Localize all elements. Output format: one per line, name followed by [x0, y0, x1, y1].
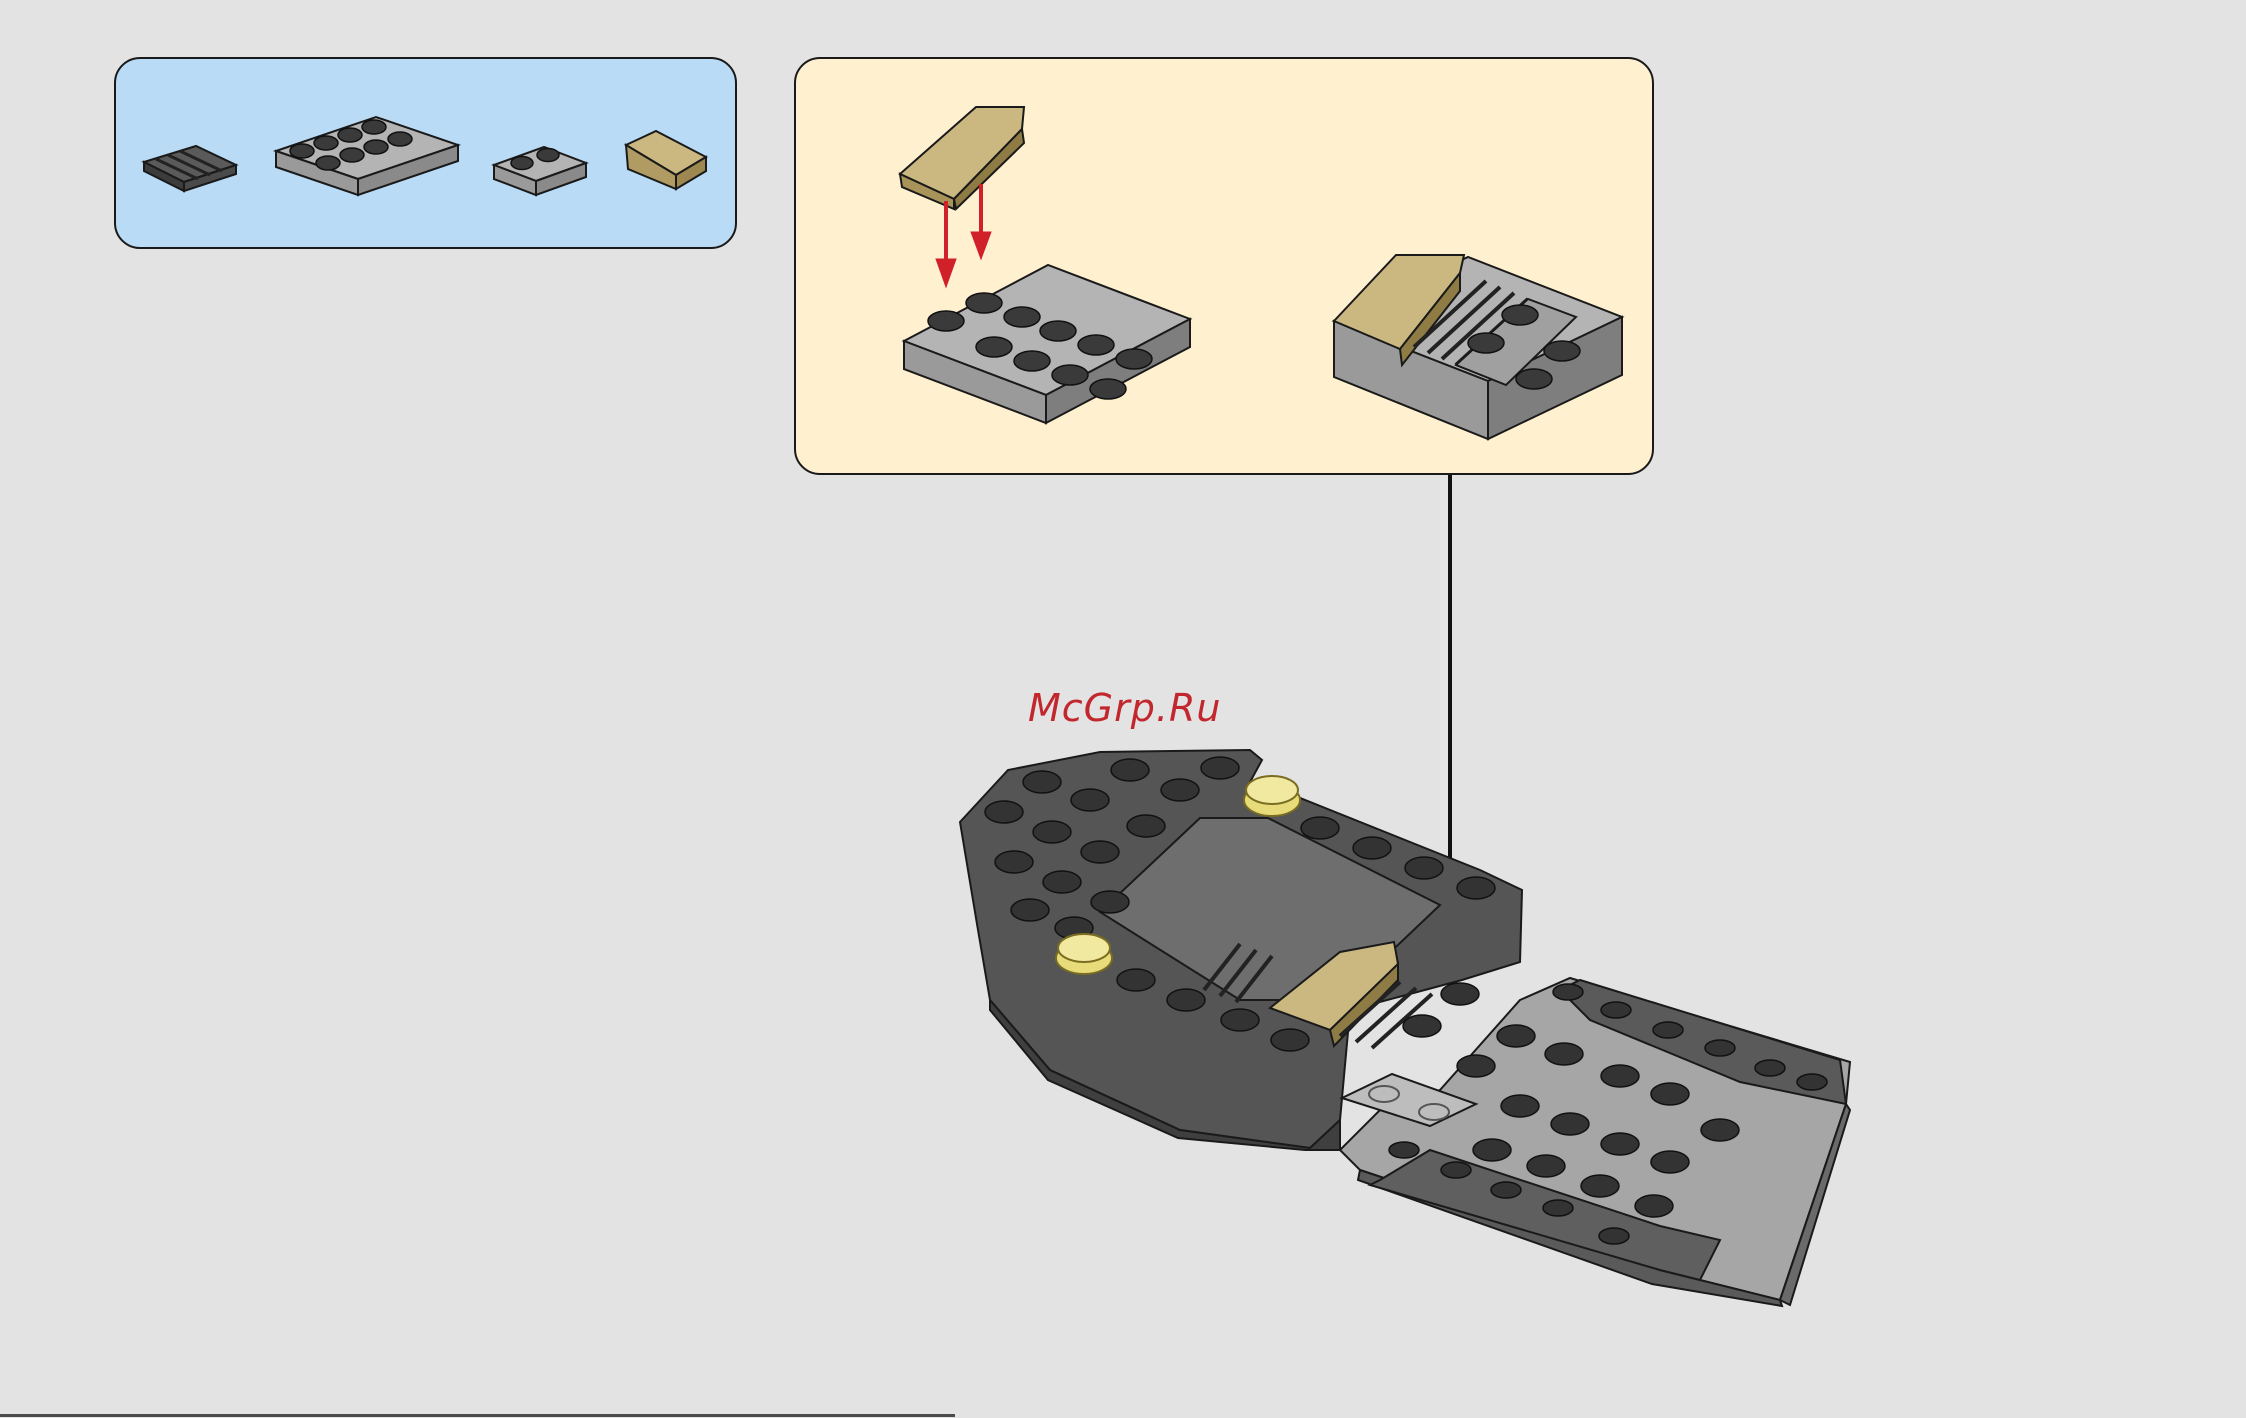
bottom-rule — [0, 1414, 955, 1417]
plate-1x2-part-icon — [494, 147, 586, 195]
center-tan-slope — [1204, 942, 1432, 1048]
assembled-sub-model — [1334, 255, 1622, 439]
rear-section — [1340, 978, 1850, 1306]
main-hull — [960, 750, 1522, 1150]
light-gray-plates — [1342, 1074, 1476, 1126]
sub-assembly-panel — [794, 57, 1654, 475]
plate-2x4-part-icon — [276, 117, 458, 195]
grille-tile-part-icon — [144, 146, 236, 191]
assembly-pointer-arrow — [1434, 475, 1466, 962]
model-studs — [985, 757, 1827, 1244]
sub-assembly-drawing — [796, 59, 1656, 477]
parts-list-panel — [114, 57, 737, 249]
trans-yellow-studs — [1056, 776, 1300, 974]
tan-slope-part-icon — [626, 131, 706, 189]
tan-slope-piece — [900, 107, 1024, 209]
base-plate-2x4 — [904, 265, 1190, 423]
parts-list-drawing — [116, 59, 739, 251]
watermark-text: McGrp.Ru — [1028, 686, 1221, 730]
